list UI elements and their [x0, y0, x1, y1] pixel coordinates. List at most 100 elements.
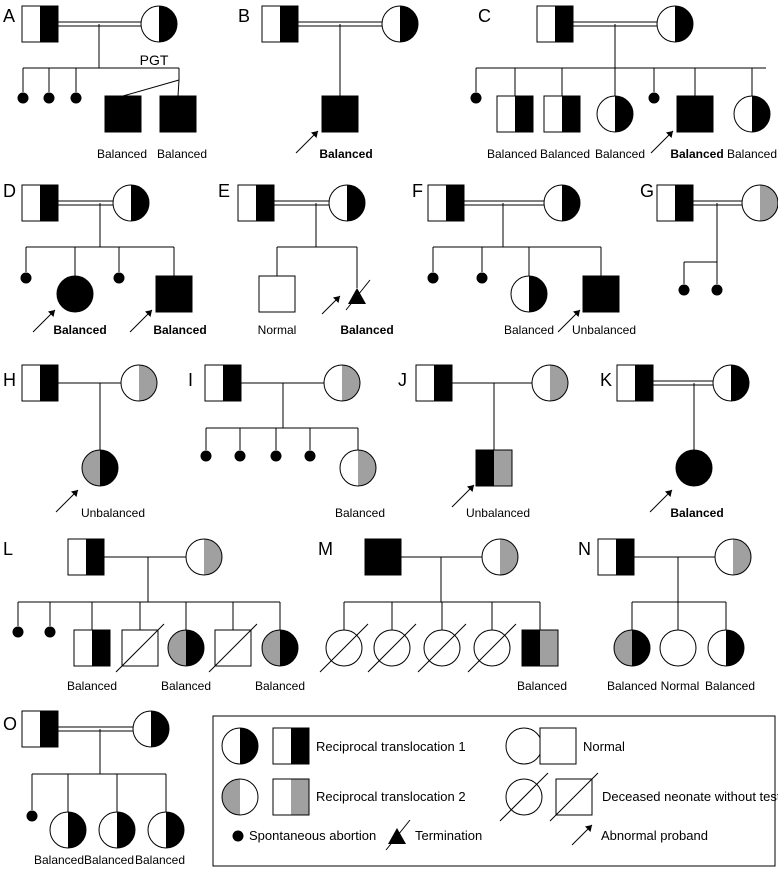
- female-outline: [733, 95, 771, 133]
- female-symbol: [613, 629, 651, 667]
- male-outline: [237, 184, 275, 222]
- female-symbol: [140, 5, 178, 43]
- panel-letter: A: [3, 6, 15, 26]
- female-symbol: [98, 811, 136, 849]
- spontaneous-abortion-symbol: [12, 626, 24, 638]
- female-symbol: [167, 629, 205, 667]
- male-outline: [104, 95, 142, 133]
- male-symbol: [521, 629, 559, 667]
- female-outline: [325, 629, 363, 667]
- female-right-half: [562, 185, 580, 221]
- male-right-half: [494, 450, 512, 486]
- female-outline: [140, 5, 178, 43]
- male-symbol: [676, 95, 714, 133]
- panel-letter: D: [3, 181, 16, 201]
- female-right-half: [204, 539, 222, 575]
- male-right-half: [256, 185, 274, 221]
- female-symbol: [481, 538, 519, 576]
- male-symbol: [272, 778, 310, 816]
- male-right-half: [223, 365, 241, 401]
- female-symbol: [543, 184, 581, 222]
- male-right-half: [635, 365, 653, 401]
- female-outline: [112, 184, 150, 222]
- panel-letter: F: [412, 181, 423, 201]
- female-symbol: [659, 629, 697, 667]
- proband-arrow: [571, 824, 593, 846]
- proband-arrow: [321, 295, 341, 315]
- pgt-branch: [122, 79, 180, 97]
- symbol-label: Balanced: [504, 323, 554, 337]
- male-outline: [521, 629, 559, 667]
- symbol-label: Balanced: [157, 147, 207, 161]
- pgt-label: PGT: [140, 52, 169, 68]
- female-symbol: [467, 623, 517, 673]
- panel-letter: G: [640, 181, 654, 201]
- male-symbol: [364, 538, 402, 576]
- female-right-half: [694, 450, 712, 486]
- male-symbol: [67, 538, 105, 576]
- female-outline: [328, 184, 366, 222]
- male-outline: [21, 710, 59, 748]
- male-outline: [261, 5, 299, 43]
- male-outline: [121, 629, 159, 667]
- male-symbol: [21, 5, 59, 43]
- spontaneous-abortion-symbol: [678, 284, 690, 296]
- male-right-half: [92, 630, 110, 666]
- female-right-half: [75, 276, 93, 312]
- male-left-half: [156, 276, 174, 312]
- female-outline: [613, 629, 651, 667]
- male-left-half: [105, 96, 123, 132]
- male-background: [540, 728, 576, 764]
- deceased-slash: [549, 772, 599, 822]
- female-outline: [473, 629, 511, 667]
- symbol-label: Balanced: [517, 679, 567, 693]
- male-left-half: [322, 96, 340, 132]
- proband-arrow: [451, 484, 475, 508]
- proband-arrow: [55, 489, 79, 513]
- male-symbol: [208, 623, 258, 673]
- male-left-half: [476, 450, 494, 486]
- proband-arrow: [649, 489, 673, 513]
- female-outline: [120, 364, 158, 402]
- male-right-half: [562, 96, 580, 132]
- deceased-slash: [417, 623, 467, 673]
- female-left-half: [222, 779, 240, 815]
- legend-label-deceased: Deceased neonate without test: [602, 789, 778, 804]
- symbol-label: Balanced: [255, 679, 305, 693]
- male-symbol: [539, 727, 577, 765]
- female-symbol: [261, 629, 299, 667]
- female-outline: [98, 811, 136, 849]
- male-outline: [475, 449, 513, 487]
- male-symbol: [261, 5, 299, 43]
- female-symbol: [505, 727, 543, 765]
- female-left-half: [168, 630, 186, 666]
- legend-label-reciprocal-1: Reciprocal translocation 1: [316, 739, 466, 754]
- female-outline: [132, 710, 170, 748]
- male-symbol: [496, 95, 534, 133]
- symbol-label: Balanced: [34, 853, 84, 867]
- female-symbol: [675, 449, 713, 487]
- female-symbol: [596, 95, 634, 133]
- male-outline: [321, 95, 359, 133]
- female-outline: [221, 727, 259, 765]
- female-symbol: [120, 364, 158, 402]
- female-outline: [167, 629, 205, 667]
- female-symbol: [499, 772, 549, 822]
- symbol-label: Balanced: [487, 147, 537, 161]
- male-right-half: [446, 185, 464, 221]
- male-symbol: [549, 772, 599, 822]
- legend-frame: [212, 715, 776, 867]
- symbol-label: Balanced: [670, 147, 723, 161]
- female-symbol: [328, 184, 366, 222]
- panel-letter: K: [600, 370, 612, 390]
- male-outline: [272, 778, 310, 816]
- female-symbol: [319, 623, 369, 673]
- female-outline: [712, 364, 750, 402]
- male-symbol: [104, 95, 142, 133]
- panel-letter: H: [3, 370, 16, 390]
